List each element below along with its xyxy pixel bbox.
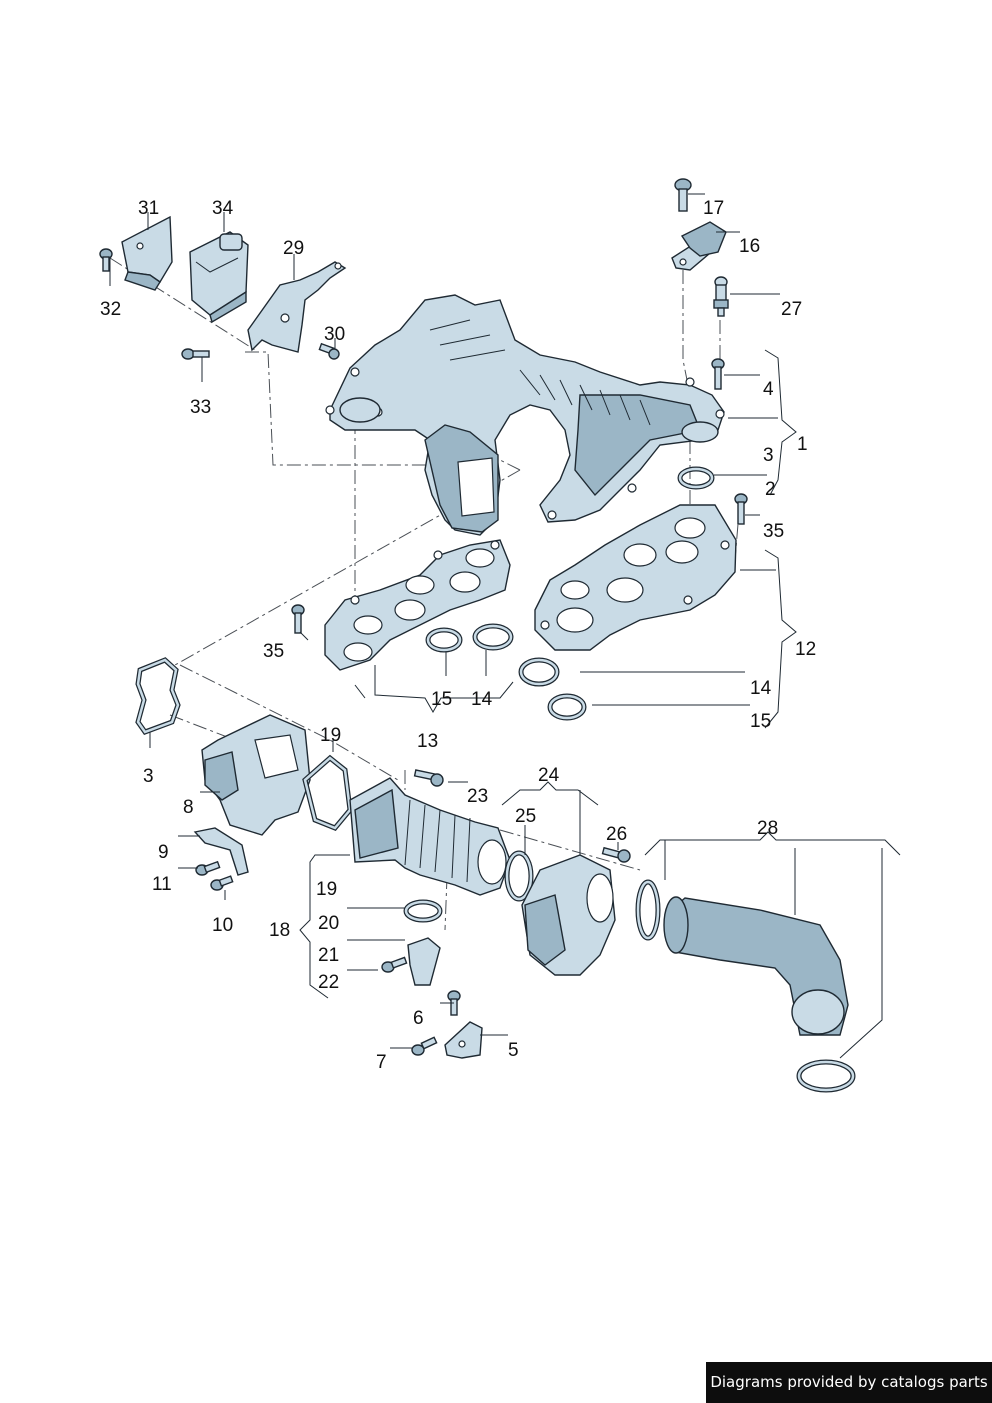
intake-manifold-part-1 <box>325 294 725 536</box>
bolt-part-17 <box>674 178 692 212</box>
label-16: 16 <box>739 236 760 257</box>
gasket-part-14-left <box>472 623 514 651</box>
bolt-part-33 <box>181 348 210 360</box>
bolt-part-11 <box>195 860 221 876</box>
label-26: 26 <box>606 824 627 845</box>
air-hose-part-28 <box>663 896 849 1036</box>
bolt-part-4 <box>711 358 725 390</box>
clip-bracket-part-16 <box>671 221 727 271</box>
label-6: 6 <box>413 1008 424 1029</box>
label-9: 9 <box>158 842 169 863</box>
screw-part-22 <box>381 956 408 973</box>
o-ring-part-20 <box>403 899 443 923</box>
label-10: 10 <box>212 915 233 936</box>
throttle-body-part-24 <box>521 854 616 976</box>
label-28: 28 <box>757 818 778 839</box>
bolt-part-6 <box>447 990 461 1016</box>
label-4: 4 <box>763 379 774 400</box>
leader-lines <box>109 193 901 1059</box>
label-17: 17 <box>703 198 724 219</box>
label-2: 2 <box>765 479 776 500</box>
gasket-part-19-upper <box>302 754 353 831</box>
label-14-right: 14 <box>750 678 772 699</box>
intake-pipe-part-18 <box>349 777 511 896</box>
hose-clamp-part-28-lower <box>796 1059 856 1093</box>
label-29: 29 <box>283 238 304 259</box>
gasket-part-14-right <box>518 657 560 687</box>
label-20: 20 <box>318 913 339 934</box>
sensor-part-21 <box>407 937 441 986</box>
throttle-housing-part-8 <box>201 714 311 836</box>
label-8: 8 <box>183 797 194 818</box>
label-35-right: 35 <box>763 521 784 542</box>
label-25: 25 <box>515 806 536 827</box>
o-ring-part-3-upper <box>677 466 715 490</box>
label-5: 5 <box>508 1040 519 1061</box>
label-7: 7 <box>376 1052 387 1073</box>
control-module-part-34 <box>189 231 249 324</box>
label-3-upper: 3 <box>763 445 774 466</box>
label-3-lower: 3 <box>143 766 154 787</box>
screw-part-23 <box>413 769 444 787</box>
lower-manifold-part-13 <box>324 539 511 671</box>
lower-manifold-part-12 <box>534 504 737 651</box>
label-21: 21 <box>318 945 339 966</box>
screw-part-30 <box>318 342 340 360</box>
label-13: 13 <box>417 731 438 752</box>
label-34: 34 <box>212 198 234 219</box>
gasket-part-15-right <box>547 693 587 721</box>
label-22: 22 <box>318 972 339 993</box>
label-35-left: 35 <box>263 641 284 662</box>
bolt-part-10 <box>210 875 234 891</box>
bolt-part-32 <box>99 248 113 272</box>
label-18: 18 <box>269 920 290 941</box>
bracket-part-31 <box>121 215 173 291</box>
label-19-upper: 19 <box>320 725 341 746</box>
bracket-part-9 <box>193 827 249 876</box>
label-27: 27 <box>781 299 802 320</box>
callout-labels: 31 34 29 32 30 33 17 16 27 4 1 3 2 35 12… <box>100 198 816 1073</box>
heat-shield-part-29 <box>247 261 347 353</box>
o-ring-part-25 <box>504 850 534 902</box>
label-32: 32 <box>100 299 121 320</box>
bolt-part-35-right <box>734 493 748 525</box>
label-14-left: 14 <box>471 689 493 710</box>
gasket-part-3-left <box>135 657 181 736</box>
attribution-footer: Diagrams provided by catalogs parts <box>706 1362 992 1403</box>
screw-part-26 <box>601 846 631 863</box>
sensor-part-27 <box>713 276 729 317</box>
label-24: 24 <box>538 765 560 786</box>
label-33: 33 <box>190 397 211 418</box>
label-23: 23 <box>467 786 488 807</box>
label-15-left: 15 <box>431 689 452 710</box>
gasket-part-15-left <box>425 627 463 653</box>
label-15-right: 15 <box>750 711 771 732</box>
screw-part-7 <box>411 1036 438 1056</box>
bolt-part-35-left <box>291 604 305 634</box>
label-1: 1 <box>797 434 808 455</box>
hose-clamp-part-28-upper <box>635 879 661 941</box>
label-31: 31 <box>138 198 159 219</box>
label-19-lower: 19 <box>316 879 337 900</box>
label-12: 12 <box>795 639 816 660</box>
bracket-part-5 <box>444 1021 483 1059</box>
label-30: 30 <box>324 324 345 345</box>
label-11: 11 <box>152 874 172 895</box>
